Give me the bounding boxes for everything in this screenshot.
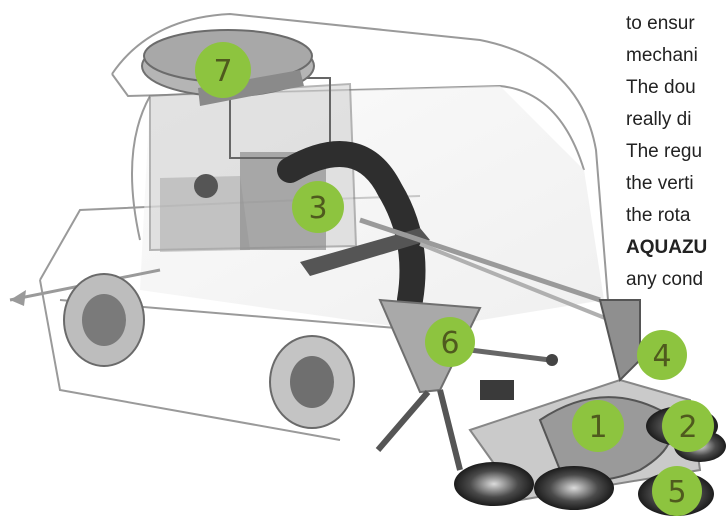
description-line-8: AQUAZU (626, 237, 708, 258)
tank-cap (194, 174, 218, 198)
marker-5-label: 5 (667, 475, 686, 510)
marker-3-label: 3 (308, 191, 327, 226)
description-line-5: The regu (626, 141, 703, 162)
description-line-7: the rota (626, 205, 691, 226)
description-line-4: really di (626, 109, 692, 130)
marker-5: 5 (652, 466, 702, 516)
side-rails (300, 217, 611, 322)
description-line-2: mechani (626, 45, 698, 66)
marker-7: 7 (195, 42, 251, 98)
motor-unit (480, 380, 514, 400)
marker-6-label: 6 (440, 326, 459, 361)
front-wheel (63, 273, 145, 367)
marker-4-label: 4 (652, 339, 671, 374)
rear-wheel (269, 335, 355, 429)
marker-6: 6 (425, 317, 475, 367)
description-line-6: the verti (626, 173, 694, 194)
marker-4: 4 (637, 330, 687, 380)
description-line-1: to ensur (626, 13, 695, 34)
marker-1: 1 (572, 400, 624, 452)
brush-center (534, 466, 614, 510)
description-line-9: any cond (626, 269, 704, 290)
brush-left (454, 462, 534, 506)
marker-2-label: 2 (678, 410, 697, 445)
arrow-head-icon (10, 290, 26, 306)
marker-3: 3 (292, 181, 344, 233)
marker-7-label: 7 (213, 54, 232, 89)
marker-2: 2 (662, 400, 714, 452)
marker-1-label: 1 (588, 410, 607, 445)
description-line-3: The dou (626, 77, 696, 98)
suction-hose (277, 141, 426, 313)
